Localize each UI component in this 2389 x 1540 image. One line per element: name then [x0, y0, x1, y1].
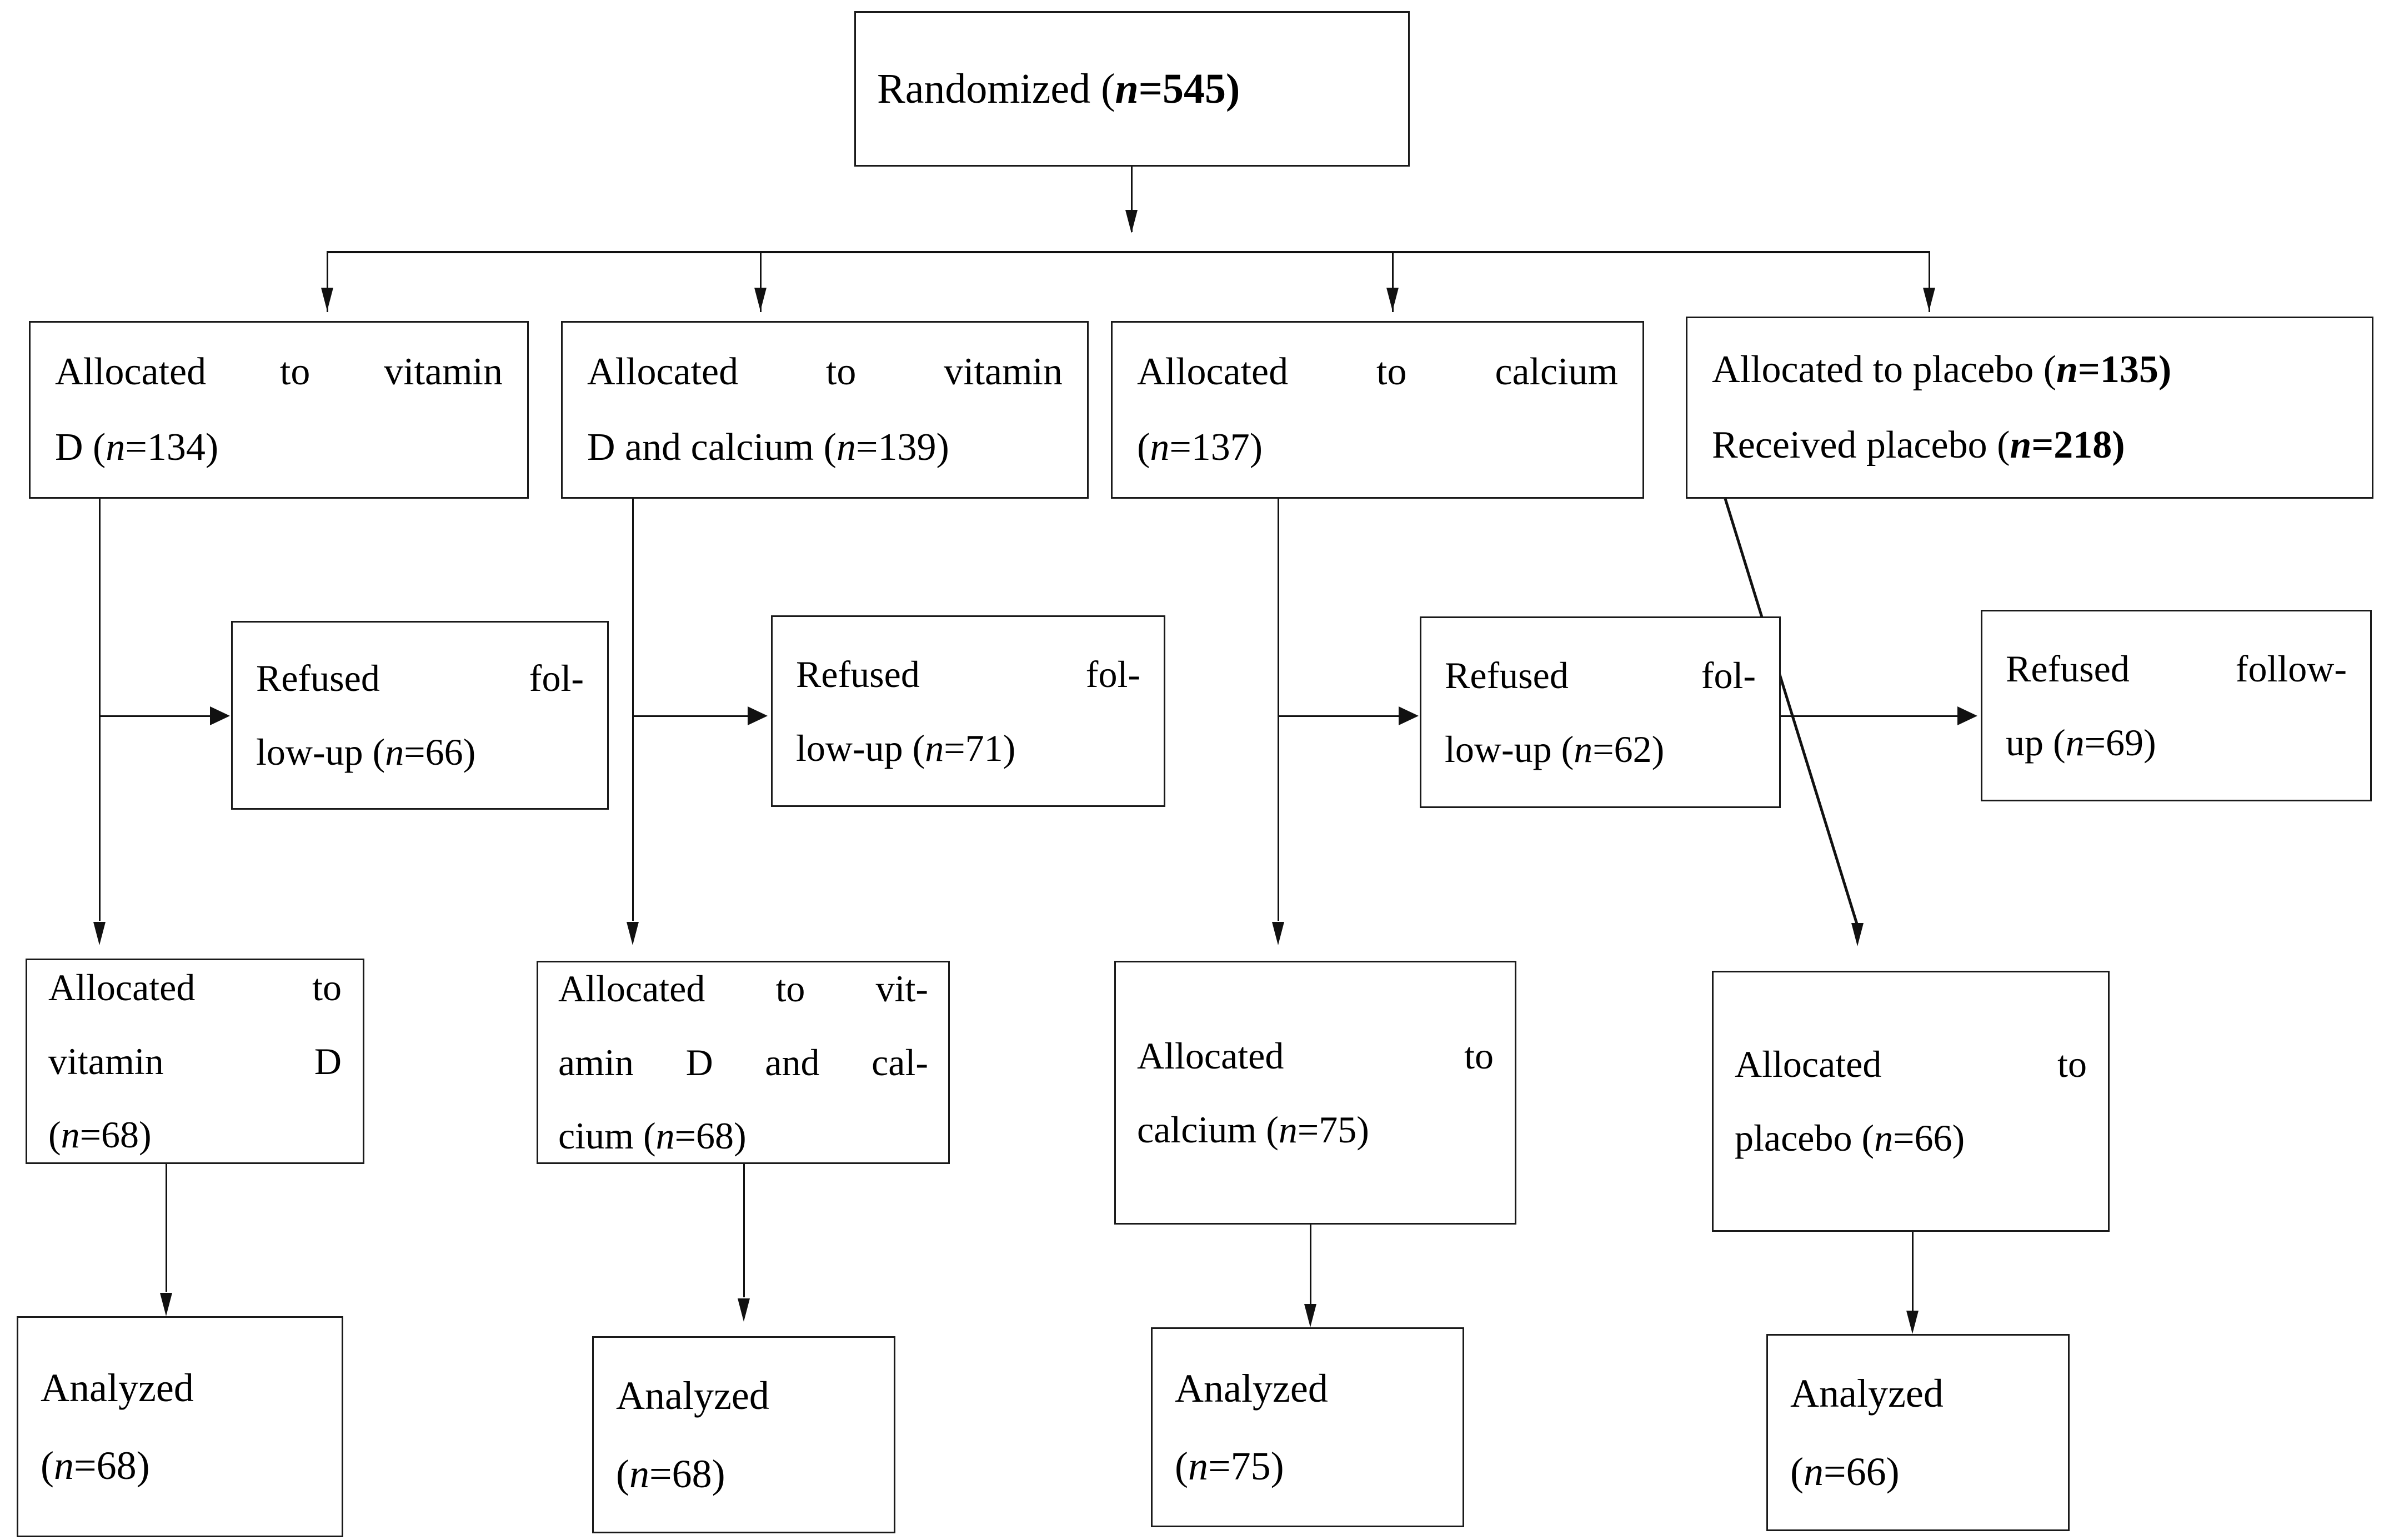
node-alloc-vitamin-d: Allocated to vitamin D (n=134): [29, 321, 529, 499]
alloc2-3-line2: calcium (n=75): [1137, 1108, 1369, 1151]
connector-to-refused-2: [633, 715, 749, 717]
connector-alloc2-3-to-analyzed-3: [1310, 1225, 1311, 1308]
connector-allocation-bus: [327, 251, 1930, 253]
node-refused-1: Refused fol- low-up (n=66): [231, 621, 609, 810]
analyzed-1-line2: (n=68): [41, 1443, 150, 1488]
node-refused-4: Refused follow- up (n=69): [1981, 610, 2372, 801]
alloc2-1-line3: (n=68): [48, 1113, 152, 1156]
connector-alloc2-4-to-analyzed-4: [1912, 1232, 1914, 1315]
analyzed-2-line1: Analyzed: [616, 1373, 769, 1418]
analyzed-3-line1: Analyzed: [1175, 1366, 1328, 1411]
arrow-refused-2-icon: [748, 706, 768, 725]
arrow-alloc-2-icon: [754, 288, 767, 311]
arrow-alloc-4-icon: [1923, 288, 1935, 311]
node-alloc-calcium: Allocated to calcium (n=137): [1111, 321, 1644, 499]
connector-alloc2-to-alloc2-2: [632, 499, 634, 921]
arrow-analyzed-3-icon: [1304, 1304, 1316, 1327]
connector-alloc4-to-alloc2-4: [1724, 498, 1860, 928]
arrow-analyzed-2-icon: [738, 1298, 750, 1322]
node-alloc2-placebo: Allocated to placebo (n=66): [1712, 971, 2110, 1232]
connector-alloc3-to-alloc2-3: [1278, 499, 1279, 921]
analyzed-4-line1: Analyzed: [1790, 1371, 1944, 1416]
connector-drop-1: [327, 251, 328, 312]
connector-to-refused-3: [1279, 715, 1400, 717]
node-analyzed-1: Analyzed (n=68): [17, 1316, 343, 1537]
analyzed-1-line1: Analyzed: [41, 1365, 194, 1410]
connector-drop-2: [760, 251, 762, 312]
arrow-randomized-down-icon: [1125, 210, 1138, 233]
alloc2-1-line2: vitamin D: [48, 1040, 342, 1082]
refused-4-line1: Refused follow-: [2006, 647, 2347, 690]
alloc2-2-line2: amin D and cal-: [558, 1041, 928, 1083]
alloc-3-line2: (n=137): [1137, 426, 1263, 469]
node-alloc2-vitamin-d: Allocated to vitamin D (n=68): [26, 959, 364, 1164]
node-refused-3: Refused fol- low-up (n=62): [1420, 616, 1781, 808]
arrow-alloc-3-icon: [1386, 288, 1399, 311]
node-analyzed-3: Analyzed (n=75): [1151, 1327, 1464, 1527]
node-alloc-vitamin-d-calcium: Allocated to vitamin D and calcium (n=13…: [561, 321, 1089, 499]
alloc-4-line1: Allocated to placebo (n=135): [1712, 348, 2172, 391]
analyzed-2-line2: (n=68): [616, 1451, 725, 1496]
connector-alloc2-1-to-analyzed-1: [166, 1164, 167, 1292]
connector-alloc2-2-to-analyzed-2: [743, 1164, 745, 1297]
refused-1-line1: Refused fol-: [256, 657, 584, 700]
alloc-1-line1: Allocated to vitamin: [55, 350, 503, 393]
refused-4-line2: up (n=69): [2006, 721, 2156, 764]
alloc2-2-line3: cium (n=68): [558, 1115, 747, 1157]
arrow-analyzed-1-icon: [160, 1293, 172, 1316]
connector-to-refused-4: [1773, 715, 1959, 717]
alloc2-1-line1: Allocated to: [48, 966, 342, 1009]
node-randomized: Randomized (n=545): [854, 11, 1410, 167]
arrow-refused-4-icon: [1957, 706, 1977, 725]
alloc2-3-line1: Allocated to: [1137, 1034, 1494, 1077]
randomized-text: Randomized (n=545): [877, 65, 1240, 112]
arrow-refused-3-icon: [1399, 706, 1419, 725]
arrow-alloc2-2-icon: [627, 922, 639, 945]
arrow-alloc2-4-icon: [1851, 923, 1864, 946]
arrow-analyzed-4-icon: [1906, 1311, 1919, 1334]
refused-3-line2: low-up (n=62): [1445, 728, 1665, 770]
arrow-alloc-1-icon: [321, 288, 333, 311]
node-refused-2: Refused fol- low-up (n=71): [771, 615, 1165, 807]
node-analyzed-2: Analyzed (n=68): [592, 1336, 895, 1533]
connector-drop-4: [1929, 251, 1930, 312]
arrow-alloc2-1-icon: [93, 922, 106, 945]
analyzed-3-line2: (n=75): [1175, 1444, 1284, 1488]
refused-1-line2: low-up (n=66): [256, 731, 476, 773]
alloc-2-line2: D and calcium (n=139): [587, 426, 949, 469]
alloc2-4-line1: Allocated to: [1735, 1043, 2087, 1086]
arrow-refused-1-icon: [210, 706, 230, 725]
alloc-1-line2: D (n=134): [55, 426, 219, 469]
alloc-4-line2: Received placebo (n=218): [1712, 424, 2125, 466]
connector-randomized-trunk: [1131, 167, 1133, 232]
connector-drop-3: [1392, 251, 1394, 312]
node-alloc-placebo: Allocated to placebo (n=135) Received pl…: [1686, 317, 2373, 499]
connector-alloc1-to-alloc2-1: [99, 499, 101, 921]
alloc2-2-line1: Allocated to vit-: [558, 967, 928, 1010]
refused-2-line1: Refused fol-: [796, 653, 1140, 695]
connector-to-refused-1: [100, 715, 211, 717]
node-alloc2-vitamin-d-calcium: Allocated to vit- amin D and cal- cium (…: [537, 961, 950, 1164]
alloc-3-line1: Allocated to calcium: [1137, 350, 1618, 393]
refused-2-line2: low-up (n=71): [796, 726, 1016, 769]
node-alloc2-calcium: Allocated to calcium (n=75): [1114, 961, 1516, 1225]
refused-3-line1: Refused fol-: [1445, 654, 1756, 696]
analyzed-4-line2: (n=66): [1790, 1449, 1900, 1494]
alloc-2-line1: Allocated to vitamin: [587, 350, 1063, 393]
alloc2-4-line2: placebo (n=66): [1735, 1117, 1965, 1159]
node-analyzed-4: Analyzed (n=66): [1766, 1334, 2070, 1531]
arrow-alloc2-3-icon: [1272, 922, 1284, 945]
